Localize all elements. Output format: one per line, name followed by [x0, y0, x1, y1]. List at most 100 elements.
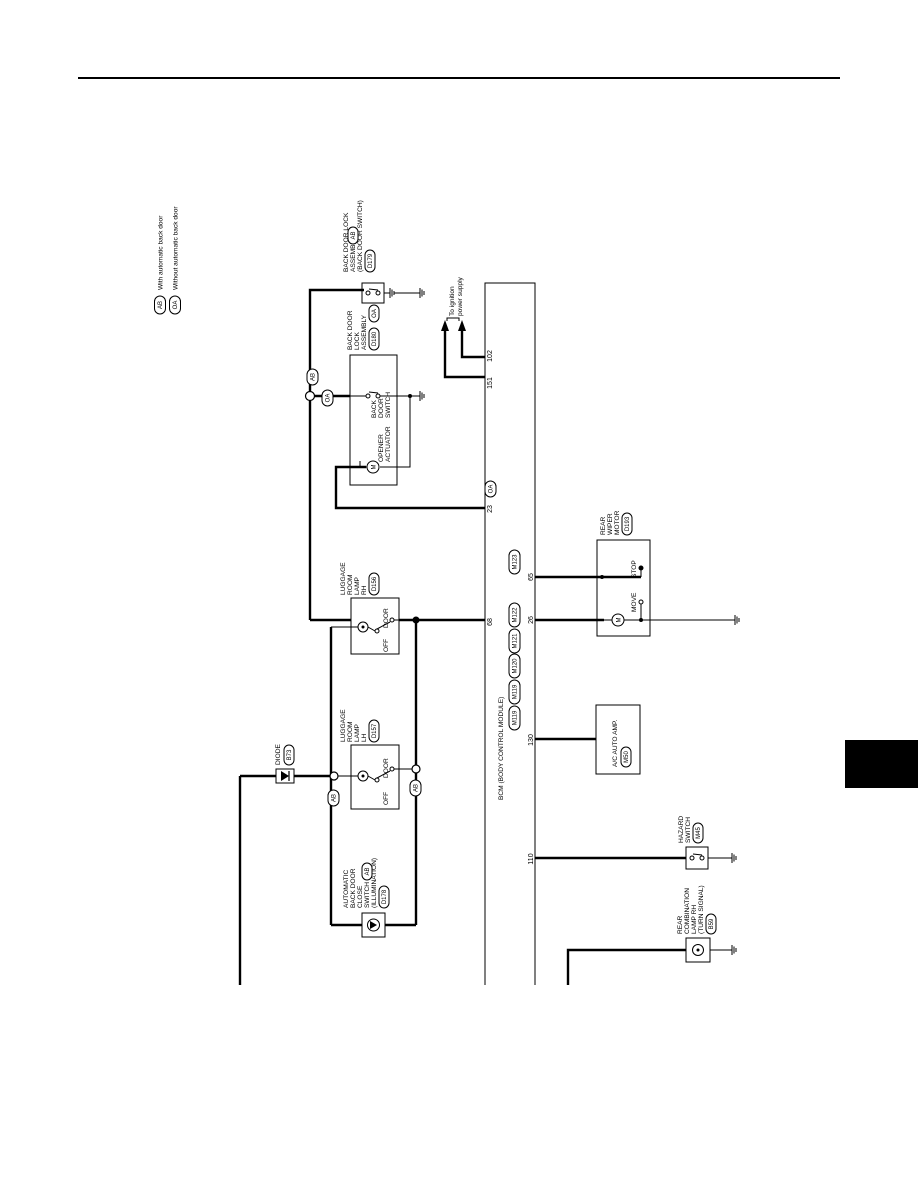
rear-wiper-motor-label: REAR WIPER MOTOR D193	[600, 510, 633, 536]
svg-text:OA: OA	[372, 309, 378, 318]
back-door-lock-ab-label: BACK DOOR LOCK ASSEMBLY (BACK DOOR SWITC…	[343, 200, 376, 273]
svg-text:ASSEMBLY: ASSEMBLY	[361, 314, 368, 350]
legend-oa: OA Without automatic back door	[169, 206, 181, 315]
svg-text:SWITCH: SWITCH	[385, 392, 392, 418]
luggage-lh-off: OFF	[383, 792, 390, 805]
svg-text:D180: D180	[372, 331, 378, 346]
opener-actuator-label: OPENER ACTUATOR	[378, 426, 392, 462]
svg-text:DIODE: DIODE	[275, 744, 282, 765]
svg-text:OA: OA	[326, 394, 332, 403]
svg-text:LH: LH	[361, 733, 368, 742]
svg-text:BACK: BACK	[371, 399, 378, 418]
svg-text:AB: AB	[351, 231, 357, 239]
luggage-rh-door: DOOR	[383, 608, 390, 628]
svg-text:BACK DOOR LOCK: BACK DOOR LOCK	[343, 212, 350, 272]
ac-auto-amp-box	[595, 704, 641, 775]
tag-ab-back: AB	[306, 368, 319, 386]
svg-text:BACK DOOR: BACK DOOR	[347, 310, 354, 350]
svg-text:LUGGAGE: LUGGAGE	[340, 709, 347, 742]
auto-close-switch-label: AUTOMATIC BACK DOOR CLOSE SWITCH (ILLUMI…	[343, 858, 390, 909]
arrow-102	[458, 320, 466, 331]
pin-110: 110	[528, 853, 535, 864]
svg-text:D157: D157	[372, 723, 378, 738]
bcm-connector-1: M119	[513, 684, 519, 699]
luggage-lamp-lh-label: LUGGAGE ROOM LAMP LH D157	[340, 709, 380, 743]
svg-text:ROOM: ROOM	[347, 721, 354, 742]
svg-text:AUTOMATIC: AUTOMATIC	[343, 870, 350, 908]
wire-ab-back-door	[308, 288, 364, 396]
tag-ab-door: AB	[409, 779, 422, 797]
svg-text:B59: B59	[709, 918, 715, 929]
svg-text:LOCK: LOCK	[354, 331, 361, 350]
svg-text:B73: B73	[287, 749, 293, 760]
back-door-lock-ab-box	[361, 282, 385, 304]
wire-turn-signal	[566, 948, 686, 985]
wiper-stop: STOP	[631, 560, 638, 578]
svg-text:(ILLUMINATION): (ILLUMINATION)	[371, 858, 378, 908]
bcm-label: BCM (BODY CONTROL MODULE)	[498, 697, 505, 800]
svg-text:COMBINATION: COMBINATION	[684, 888, 691, 934]
svg-text:REAR: REAR	[600, 516, 607, 535]
svg-text:A/C AUTO AMP.: A/C AUTO AMP.	[612, 719, 619, 767]
svg-text:LAMP: LAMP	[354, 576, 361, 595]
svg-text:power supply: power supply	[457, 276, 464, 316]
bcm-connector-3: M121	[513, 633, 519, 649]
ac-auto-amp-label: A/C AUTO AMP. M50	[612, 719, 632, 768]
svg-text:SWITCH: SWITCH	[685, 817, 692, 843]
tag-oa-back: OA	[321, 389, 334, 407]
svg-text:OPENER: OPENER	[378, 434, 385, 462]
legend-ab-code: AB	[158, 301, 164, 309]
bcm-body	[484, 282, 536, 985]
svg-text:M: M	[617, 618, 623, 623]
svg-text:RH: RH	[361, 585, 368, 595]
pin-23: 23	[487, 505, 494, 513]
wire-151	[443, 330, 485, 379]
page-header-rule	[78, 77, 840, 79]
hazard-switch-box	[685, 846, 709, 870]
svg-text:OA: OA	[489, 485, 495, 494]
arrow-151	[441, 320, 449, 331]
legend-oa-text: Without automatic back door	[173, 206, 180, 290]
bcm-connector-5: M123	[513, 554, 519, 570]
luggage-lamp-rh-label: LUGGAGE ROOM LAMP RH D156	[340, 562, 380, 596]
svg-text:BACK DOOR: BACK DOOR	[350, 868, 357, 908]
rear-combination-lamp-label: REAR COMBINATION LAMP RH (TURN SIGNAL) B…	[677, 885, 717, 935]
svg-text:D179: D179	[368, 253, 374, 268]
pin-102: 102	[487, 350, 494, 362]
bcm-connector-4: M122	[513, 607, 519, 623]
pin-65: 65	[528, 573, 535, 581]
svg-text:SWITCH: SWITCH	[364, 882, 371, 908]
bcm-connector-2: M120	[513, 658, 519, 674]
junction-ab-oa	[304, 390, 316, 402]
svg-text:AB: AB	[414, 784, 420, 792]
diode-label: DIODE B73	[275, 744, 295, 766]
svg-text:(TURN SIGNAL): (TURN SIGNAL)	[698, 885, 705, 934]
legend-ab-text: With automatic back door	[158, 215, 165, 290]
section-tab-marker	[845, 740, 918, 788]
svg-text:LUGGAGE: LUGGAGE	[340, 562, 347, 595]
svg-text:To ignition: To ignition	[449, 286, 456, 316]
hazard-switch-label: HAZARD SWITCH M45	[678, 816, 704, 844]
bcm-name: BCM (BODY CONTROL MODULE)	[498, 697, 505, 800]
wire-23	[334, 465, 485, 510]
svg-text:AB: AB	[332, 794, 338, 802]
junction-door-lh	[411, 764, 421, 774]
svg-text:(BACK DOOR SWITCH): (BACK DOOR SWITCH)	[357, 200, 364, 272]
svg-text:AB: AB	[365, 867, 371, 875]
svg-text:REAR: REAR	[677, 915, 684, 934]
pin-130: 130	[528, 734, 535, 746]
junction-lamp-lh	[329, 771, 339, 781]
svg-text:HAZARD: HAZARD	[678, 816, 685, 843]
luggage-lh-door: DOOR	[383, 758, 390, 778]
svg-text:ACTUATOR: ACTUATOR	[385, 426, 392, 462]
tag-ab-lamp: AB	[327, 789, 340, 807]
svg-text:ROOM: ROOM	[347, 574, 354, 595]
svg-text:WIPER: WIPER	[607, 513, 614, 535]
svg-text:M: M	[372, 465, 378, 470]
legend-ab: AB With automatic back door	[154, 215, 166, 315]
svg-text:LAMP RH: LAMP RH	[691, 905, 698, 934]
back-door-lock-oa-label: BACK DOOR LOCK ASSEMBLY D180 OA	[347, 304, 380, 351]
ignition-label: To ignition power supply	[449, 276, 464, 316]
svg-text:M45: M45	[696, 827, 702, 839]
